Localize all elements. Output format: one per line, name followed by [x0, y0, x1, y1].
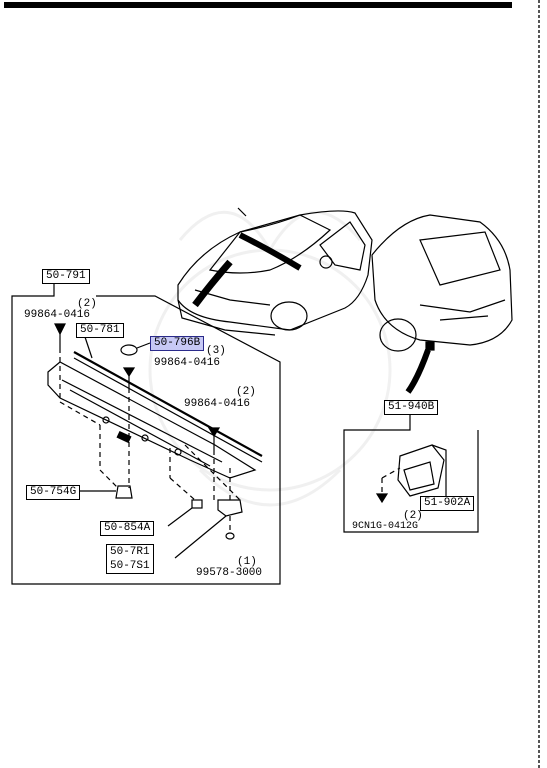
car-rear-illustration: [371, 214, 513, 394]
part-label-50-796b[interactable]: 50-796B: [150, 336, 205, 351]
part-label-50-7r1-7s1[interactable]: 50-7R1 50-7S1: [106, 544, 154, 574]
callout-part-number[interactable]: 9CN1G-0412G: [352, 521, 419, 532]
part-label-50-7s1[interactable]: 50-7S1: [110, 560, 150, 572]
car-front-illustration: [177, 207, 373, 336]
header-rule: [4, 2, 512, 8]
part-label-51-940b[interactable]: 51-940B: [384, 400, 439, 415]
cowl-grille-frame: [11, 284, 281, 585]
callout-qty: (2): [236, 386, 256, 398]
part-label-50-791[interactable]: 50-791: [42, 269, 90, 284]
callout-part-number[interactable]: 99864-0416: [184, 398, 251, 410]
part-label-51-902a[interactable]: 51-902A: [420, 496, 475, 511]
page-edge: [538, 0, 540, 768]
callout-qty: (2): [403, 510, 423, 522]
callout-part-number[interactable]: 99864-0416: [24, 309, 91, 321]
cowl-grille-drawing: [47, 323, 263, 559]
callout-qty: (1): [237, 556, 257, 568]
bracket-inset-frame: [343, 413, 479, 533]
callout-part-number[interactable]: 99864-0416: [154, 357, 221, 369]
callout-qty: (3): [206, 345, 226, 357]
callout-part-number[interactable]: 99578-3000: [196, 567, 263, 579]
part-label-50-7r1[interactable]: 50-7R1: [110, 546, 150, 558]
callout-qty: (2): [77, 298, 97, 310]
part-label-50-781[interactable]: 50-781: [76, 323, 124, 338]
part-label-50-854a[interactable]: 50-854A: [100, 521, 155, 536]
part-label-50-754g[interactable]: 50-754G: [26, 485, 81, 500]
